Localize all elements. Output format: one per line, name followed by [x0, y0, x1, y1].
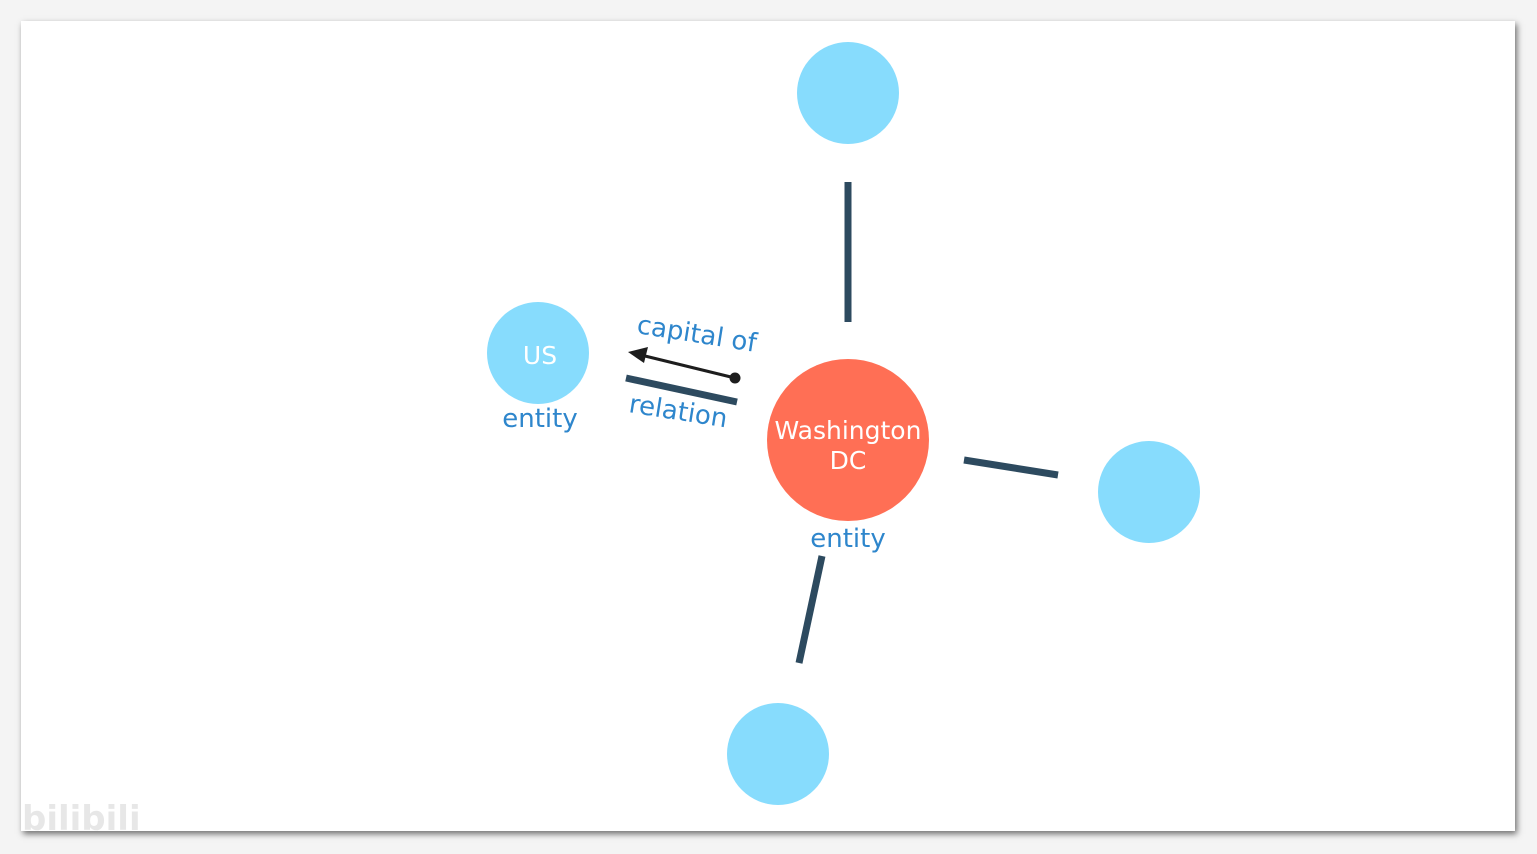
- relation-arrow: [628, 347, 741, 384]
- center-type-label: entity: [810, 524, 885, 554]
- center-label-line2: DC: [830, 446, 867, 475]
- edge-relation-us: [625, 374, 738, 406]
- node-top: [797, 42, 899, 144]
- relation-name-label: capital of: [635, 310, 760, 359]
- edge-bottom: [795, 555, 826, 664]
- watermark-logo: bilibili: [22, 799, 141, 839]
- node-right: [1098, 441, 1200, 543]
- center-label-line1: Washington: [775, 416, 922, 445]
- node-us-label: US: [523, 341, 557, 370]
- node-bottom: [727, 703, 829, 805]
- edge-right: [963, 456, 1059, 479]
- node-us-type-label: entity: [502, 404, 577, 434]
- node-washington-dc: [767, 359, 929, 521]
- node-us: [487, 302, 589, 404]
- slide-canvas: [21, 21, 1515, 831]
